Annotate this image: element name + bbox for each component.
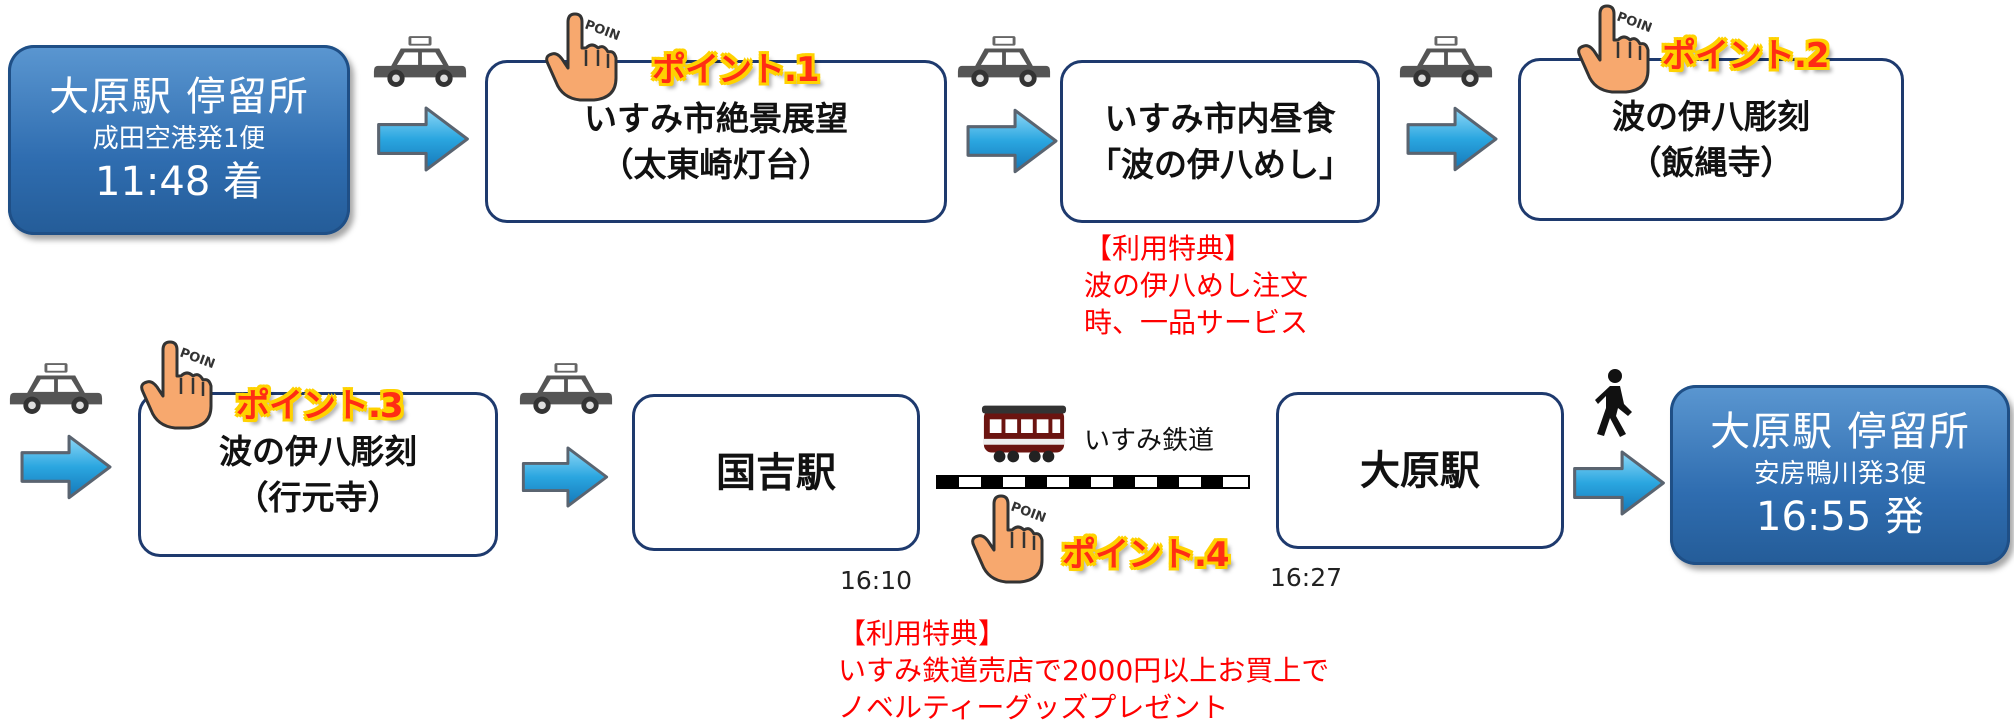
stop-gyogan-line2: （行元寺） bbox=[235, 477, 401, 517]
taxi-icon bbox=[8, 362, 104, 416]
arrow-right-icon bbox=[520, 446, 610, 508]
point-hand-icon bbox=[135, 340, 215, 430]
stop-lunch: いすみ市内昼食 「波の伊八めし」 bbox=[1060, 60, 1380, 223]
depart-time: 16:10 bbox=[840, 566, 913, 595]
start-station-time: 11:48 着 bbox=[95, 159, 263, 205]
stop-iinawa-line1: 波の伊八彫刻 bbox=[1612, 96, 1810, 136]
end-station: 大原駅 停留所 安房鴨川発3便 16:55 発 bbox=[1670, 385, 2010, 565]
end-station-sub: 安房鴨川発3便 bbox=[1753, 459, 1927, 489]
benefit-1-line2: 時、一品サービス bbox=[1084, 306, 1309, 339]
stop-ohara-line1: 大原駅 bbox=[1360, 446, 1480, 494]
start-station-name: 大原駅 停留所 bbox=[49, 74, 309, 120]
arrow-right-icon bbox=[966, 108, 1058, 174]
taxi-icon bbox=[1398, 35, 1494, 89]
arrive-time: 16:27 bbox=[1270, 563, 1343, 592]
stop-gyogan-temple: 波の伊八彫刻 （行元寺） bbox=[138, 392, 498, 557]
walker-icon bbox=[1594, 368, 1634, 438]
point-label-2: ポイント.2 bbox=[1662, 36, 1830, 76]
arrow-right-icon bbox=[376, 106, 470, 172]
benefit-1-heading: 【利用特典】 bbox=[1084, 232, 1253, 265]
taxi-icon bbox=[372, 35, 468, 89]
benefit-2-line1: いすみ鉄道売店で2000円以上お買上で bbox=[838, 654, 1330, 687]
benefit-2-line2: ノベルティーグッズプレゼント bbox=[838, 691, 1229, 724]
stop-gyogan-line1: 波の伊八彫刻 bbox=[219, 431, 417, 471]
stop-kuniyoshi-station: 国吉駅 bbox=[632, 394, 920, 551]
stop-lighthouse-line1: いすみ市絶景展望 bbox=[584, 98, 848, 138]
benefit-1-line1: 波の伊八めし注文 bbox=[1084, 269, 1309, 302]
stop-kuniyoshi-line1: 国吉駅 bbox=[716, 448, 836, 496]
benefit-2-heading: 【利用特典】 bbox=[838, 617, 1007, 650]
stop-lighthouse: いすみ市絶景展望 （太東崎灯台） bbox=[485, 60, 947, 223]
taxi-icon bbox=[518, 362, 614, 416]
railway-label: いすみ鉄道 bbox=[1084, 426, 1215, 456]
point-hand-icon bbox=[966, 494, 1046, 584]
point-label-1: ポイント.1 bbox=[652, 50, 820, 90]
railway-track bbox=[936, 475, 1250, 489]
point-hand-icon bbox=[540, 12, 620, 102]
point-label-4: ポイント.4 bbox=[1062, 535, 1230, 575]
train-icon bbox=[980, 402, 1068, 464]
end-station-time: 16:55 発 bbox=[1756, 494, 1924, 540]
stop-iinawa-line2: （飯縄寺） bbox=[1628, 142, 1794, 182]
stop-lunch-line2: 「波の伊八めし」 bbox=[1088, 144, 1352, 184]
arrow-right-icon bbox=[1406, 106, 1498, 172]
benefit-2: 【利用特典】 いすみ鉄道売店で2000円以上お買上で ノベルティーグッズプレゼン… bbox=[838, 615, 1329, 726]
benefit-1: 【利用特典】 波の伊八めし注文 時、一品サービス bbox=[1084, 230, 1308, 341]
start-station-sub: 成田空港発1便 bbox=[92, 124, 266, 154]
end-station-name: 大原駅 停留所 bbox=[1710, 409, 1970, 455]
point-label-3: ポイント.3 bbox=[236, 386, 404, 426]
point-hand-icon bbox=[1572, 4, 1652, 94]
stop-lighthouse-line2: （太東崎灯台） bbox=[600, 144, 832, 184]
arrow-right-icon bbox=[1572, 450, 1666, 516]
stop-ohara-station: 大原駅 bbox=[1276, 392, 1564, 549]
taxi-icon bbox=[956, 35, 1052, 89]
stop-iinawa-temple: 波の伊八彫刻 （飯縄寺） bbox=[1518, 58, 1904, 221]
start-station: 大原駅 停留所 成田空港発1便 11:48 着 bbox=[8, 45, 350, 235]
arrow-right-icon bbox=[20, 434, 112, 500]
stop-lunch-line1: いすみ市内昼食 bbox=[1104, 98, 1336, 138]
